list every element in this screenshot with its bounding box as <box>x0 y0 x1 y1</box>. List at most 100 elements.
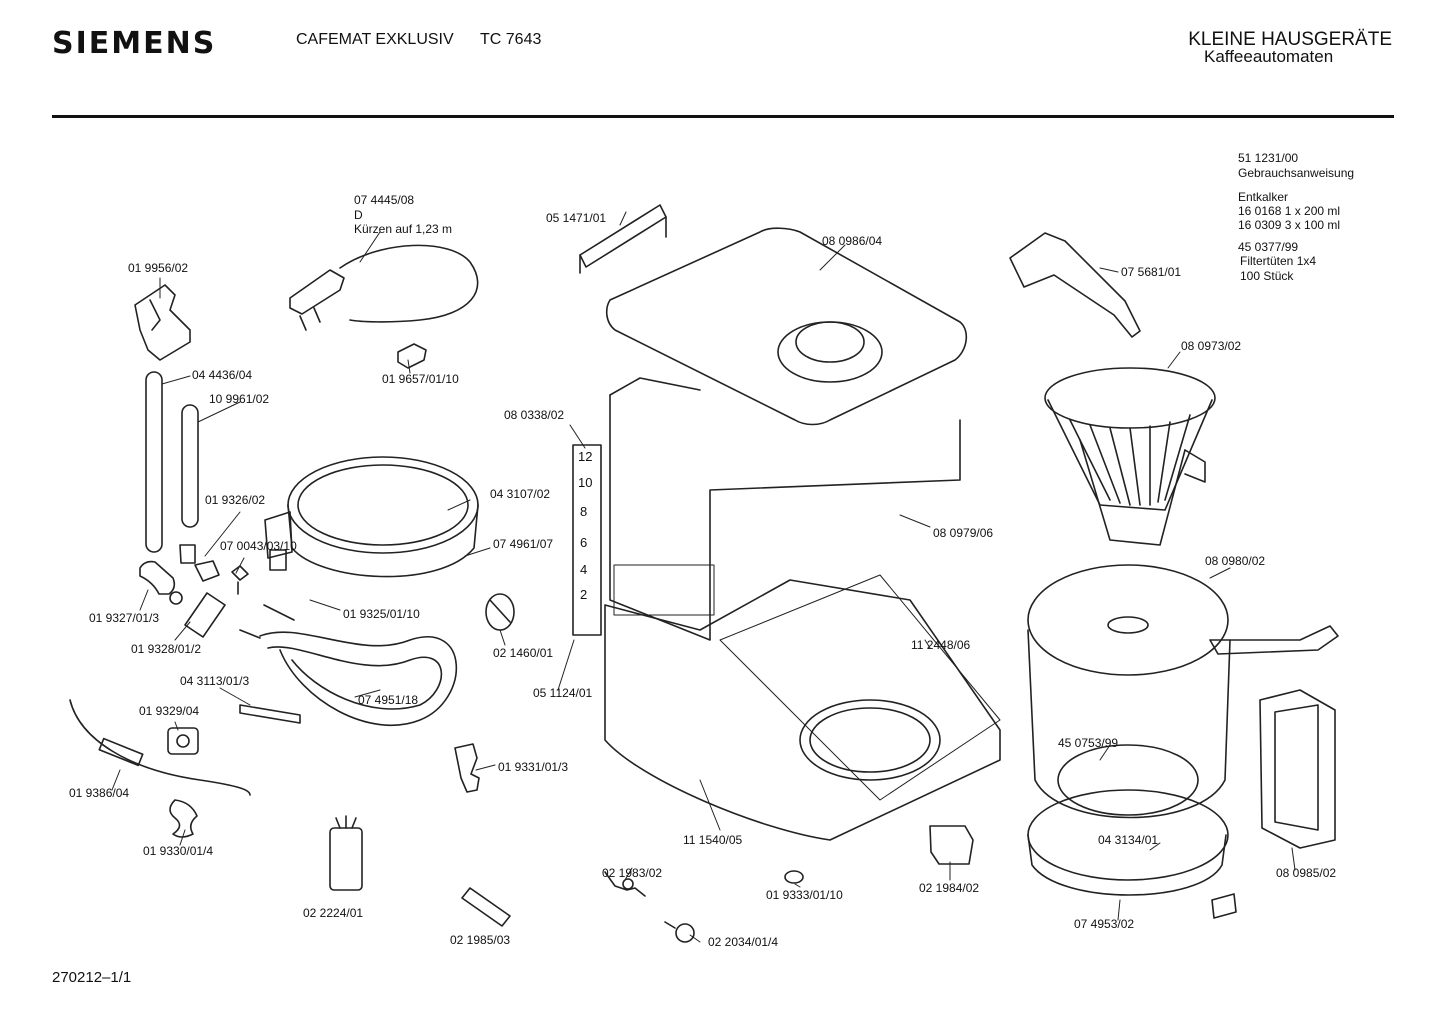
part-label: 02 1983/02 <box>602 866 663 880</box>
manual-label: Gebrauchsanweisung <box>1238 166 1355 180</box>
part-label: 04 3113/01/3 <box>180 674 250 688</box>
part-label: 01 9333/01/10 <box>766 888 843 902</box>
descaler-item-1: 16 0168 1 x 200 ml <box>1238 204 1341 218</box>
part-label: 08 0979/06 <box>933 526 994 540</box>
scale-mark-10: 10 <box>578 475 593 490</box>
water-level-strip <box>572 444 602 636</box>
elbow-connector-left <box>139 560 183 605</box>
capacitor <box>329 815 363 891</box>
elbow-connector-right <box>179 544 220 582</box>
lid-hinge <box>579 204 667 274</box>
part-label: 04 4436/04 <box>192 368 253 382</box>
part-label: 02 1985/03 <box>450 933 511 947</box>
part-label: 07 4961/07 <box>493 537 554 551</box>
base-ring <box>287 456 479 578</box>
part-label: 08 0986/04 <box>822 234 883 248</box>
cable-clip <box>454 743 480 793</box>
heating-clamp-bar <box>239 704 301 724</box>
category-subtitle: Kaffeeautomaten <box>1204 47 1334 66</box>
pot-base-ring <box>1027 789 1229 896</box>
category-title: KLEINE HAUSGERÄTE <box>1188 29 1392 50</box>
switch-lamp <box>604 871 646 897</box>
scale-mark-8: 8 <box>580 504 588 519</box>
part-label: 45 0753/99 <box>1058 736 1119 750</box>
part-label: 10 9961/02 <box>209 392 270 406</box>
model-number: TC 7643 <box>480 31 542 48</box>
part-label: 01 9327/01/3 <box>89 611 160 625</box>
part-label: 02 1460/01 <box>493 646 554 660</box>
heating-element <box>239 604 458 726</box>
power-cord <box>289 244 479 331</box>
part-label: 07 5681/01 <box>1121 265 1182 279</box>
filter-number: 45 0377/99 <box>1238 240 1299 254</box>
thermostat-wire <box>69 699 251 796</box>
part-label: 01 9386/04 <box>69 786 130 800</box>
anti-drip-valve <box>485 593 515 631</box>
pot-handle-bar <box>1209 625 1339 655</box>
part-label: 11 1540/05 <box>683 833 743 847</box>
scale-mark-4: 4 <box>580 562 588 577</box>
part-label: 05 1471/01 <box>546 211 607 225</box>
filter-holder-arm <box>1009 232 1141 338</box>
fuse-holder <box>461 887 511 927</box>
indicator-lamp <box>664 921 695 943</box>
base-housing <box>604 579 1001 841</box>
part-label: 01 9325/01/10 <box>343 607 420 621</box>
coffee-pot <box>1027 564 1231 819</box>
part-label: 04 3134/01 <box>1098 833 1159 847</box>
brand-logo: SIEMENS <box>52 26 217 61</box>
part-label: 02 2034/01/4 <box>708 935 779 949</box>
thermostat-fuse <box>167 727 199 755</box>
part-label: 08 0973/02 <box>1181 339 1242 353</box>
part-label: 02 2224/01 <box>303 906 364 920</box>
cord-note: Kürzen auf 1,23 m <box>354 222 453 236</box>
small-clip-part <box>231 565 249 595</box>
part-label: 01 9657/01/10 <box>382 372 459 386</box>
part-label: 01 9956/02 <box>128 261 189 275</box>
part-label: 05 1124/01 <box>533 686 593 700</box>
silicone-tube-long <box>145 371 163 553</box>
header-divider <box>52 115 1394 118</box>
housing-lid <box>605 227 968 426</box>
part-label: 08 0980/02 <box>1205 554 1266 568</box>
part-label: 01 9328/01/2 <box>131 642 202 656</box>
scale-mark-6: 6 <box>580 535 588 550</box>
part-label: 07 0043/03/10 <box>220 539 297 553</box>
manual-number: 51 1231/00 <box>1238 151 1299 165</box>
model-name: CAFEMAT EXKLUSIV <box>296 31 454 48</box>
part-label: 01 9326/02 <box>205 493 266 507</box>
spring-clip <box>169 799 198 838</box>
hose-sleeve <box>184 592 226 638</box>
filter-basket <box>1044 367 1216 511</box>
rubber-foot <box>784 870 804 884</box>
descaler-item-2: 16 0309 3 x 100 ml <box>1238 218 1341 232</box>
water-tank-housing <box>609 377 961 641</box>
part-label: 08 0338/02 <box>504 408 565 422</box>
pot-handle <box>1259 689 1336 849</box>
part-label: 01 9331/01/3 <box>498 760 569 774</box>
switch-part <box>929 825 974 865</box>
part-label: 02 1984/02 <box>919 881 980 895</box>
filter-label: Filtertüten 1x4 <box>1240 254 1317 268</box>
part-label: 11 2448/06 <box>911 638 971 652</box>
filter-qty: 100 Stück <box>1240 269 1294 283</box>
filter-carrier <box>1079 439 1206 546</box>
part-label: 07 4953/02 <box>1074 917 1135 931</box>
pot-lid-clip <box>1211 893 1237 919</box>
part-label: 08 0985/02 <box>1276 866 1337 880</box>
descaler-label: Entkalker <box>1238 190 1289 204</box>
tube-holder-clip <box>134 284 191 361</box>
warming-plate <box>719 574 1001 801</box>
scale-mark-2: 2 <box>580 587 588 602</box>
document-id: 270212–1/1 <box>52 969 132 986</box>
part-label: 01 9329/04 <box>139 704 200 718</box>
silicone-tube-short <box>181 404 199 528</box>
part-label: 07 4951/18 <box>358 693 419 707</box>
part-label: 04 3107/02 <box>490 487 551 501</box>
part-label: 01 9330/01/4 <box>143 844 214 858</box>
cord-part-number: 07 4445/08 <box>354 193 415 207</box>
ring-bracket <box>264 511 293 571</box>
cord-strain-relief <box>397 343 427 369</box>
leader-lines <box>111 211 1296 943</box>
